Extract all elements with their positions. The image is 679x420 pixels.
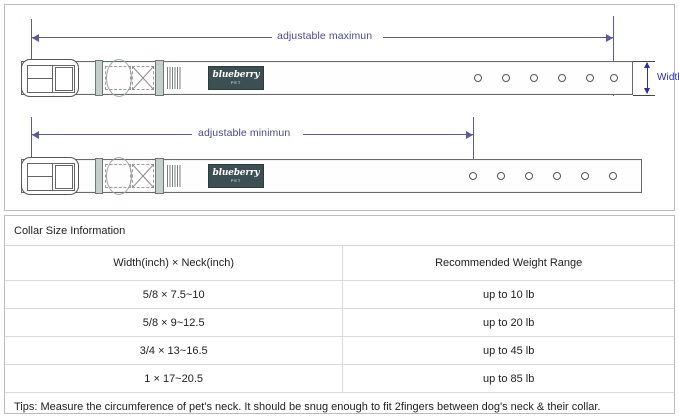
- cell-size: 5/8 × 9~12.5: [5, 309, 343, 337]
- table-tips-row: Tips: Measure the circumference of pet's…: [5, 393, 674, 420]
- max-arrowhead-left-icon: [32, 34, 39, 42]
- top-hole: [474, 74, 482, 82]
- top-stitch-box-left: [105, 66, 131, 90]
- collar-diagram-panel: adjustable maximun blueberry PET: [4, 4, 675, 211]
- bottom-x-stitch-icon: [132, 164, 154, 188]
- width-label: Width: [657, 72, 679, 83]
- max-dim-line-left-seg: [32, 37, 272, 38]
- max-dim-line-right-seg: [383, 37, 613, 38]
- bottom-keeper-loop-2: [155, 158, 164, 194]
- tips-text: Tips: Measure the circumference of pet's…: [5, 393, 674, 420]
- width-arrowhead-up-icon: [644, 62, 650, 68]
- cell-size: 1 × 17~20.5: [5, 365, 343, 393]
- bottom-hole: [553, 172, 561, 180]
- bottom-hole: [525, 172, 533, 180]
- top-buckle-vertical-bar: [52, 65, 53, 93]
- table-row: 5/8 × 7.5~10 up to 10 lb: [5, 281, 674, 309]
- table-row: 5/8 × 9~12.5 up to 20 lb: [5, 309, 674, 337]
- width-arrowhead-down-icon: [644, 88, 650, 94]
- table-row: 1 × 17~20.5 up to 85 lb: [5, 365, 674, 393]
- top-keeper-loop-1: [95, 60, 103, 96]
- cell-size: 3/4 × 13~16.5: [5, 337, 343, 365]
- min-dim-line-right-seg: [303, 134, 473, 135]
- top-buckle-tongue: [55, 67, 73, 91]
- table-header-row: Width(inch) × Neck(inch) Recommended Wei…: [5, 246, 674, 281]
- top-hole: [610, 74, 618, 82]
- width-extension-top: [633, 61, 655, 62]
- bottom-buckle-tongue: [55, 165, 73, 189]
- bottom-hole: [609, 172, 617, 180]
- cell-weight: up to 10 lb: [343, 281, 674, 309]
- brand-name-text: blueberry: [213, 71, 260, 80]
- min-arrowhead-left-icon: [32, 131, 39, 139]
- bottom-hole: [581, 172, 589, 180]
- bottom-stitch-box-left: [105, 164, 131, 188]
- collar-size-table: Collar Size Information Width(inch) × Ne…: [5, 216, 674, 420]
- top-buckle: [21, 59, 79, 97]
- table-row: 3/4 × 13~16.5 up to 45 lb: [5, 337, 674, 365]
- bottom-buckle-vertical-bar: [52, 163, 53, 191]
- bottom-buckle-crossbar: [27, 176, 53, 177]
- cell-weight: up to 45 lb: [343, 337, 674, 365]
- brand-name-text: blueberry: [213, 169, 260, 178]
- top-hole: [586, 74, 594, 82]
- header-weight: Recommended Weight Range: [343, 246, 674, 281]
- table-title-row: Collar Size Information: [5, 216, 674, 246]
- top-x-stitch-icon: [132, 66, 154, 90]
- cell-weight: up to 20 lb: [343, 309, 674, 337]
- width-extension-bottom: [633, 95, 655, 96]
- bottom-brand-patch: blueberry PET: [208, 164, 264, 188]
- bottom-hole: [469, 172, 477, 180]
- top-hole: [530, 74, 538, 82]
- max-arrowhead-right-icon: [606, 34, 613, 42]
- bottom-buckle: [21, 157, 79, 195]
- collar-size-table-panel: Collar Size Information Width(inch) × Ne…: [4, 215, 675, 414]
- header-size: Width(inch) × Neck(inch): [5, 246, 343, 281]
- top-keeper-loop-2: [155, 60, 164, 96]
- brand-sub-text: PET: [231, 178, 241, 183]
- top-buckle-crossbar: [27, 78, 53, 79]
- cell-size: 5/8 × 7.5~10: [5, 281, 343, 309]
- max-dimension-label: adjustable maximun: [277, 30, 372, 42]
- cell-weight: up to 85 lb: [343, 365, 674, 393]
- min-dimension-label: adjustable minimun: [198, 127, 290, 139]
- bottom-keeper-loop-1: [95, 158, 103, 194]
- top-brand-patch: blueberry PET: [208, 66, 264, 90]
- min-arrowhead-right-icon: [466, 131, 473, 139]
- min-dim-line-left-seg: [32, 134, 192, 135]
- table-title: Collar Size Information: [5, 216, 674, 246]
- bottom-webbing-hatch: [167, 165, 181, 187]
- bottom-hole: [497, 172, 505, 180]
- top-hole: [558, 74, 566, 82]
- top-webbing-hatch: [167, 67, 181, 89]
- top-hole: [502, 74, 510, 82]
- brand-sub-text: PET: [231, 80, 241, 85]
